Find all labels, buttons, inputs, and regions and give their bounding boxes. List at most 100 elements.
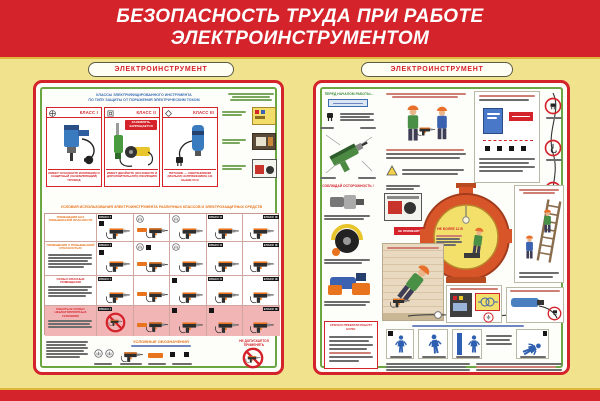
text-line — [456, 356, 480, 358]
text-line — [230, 99, 272, 101]
text-line — [222, 139, 246, 141]
class-3-label: КЛАСС III — [193, 110, 214, 115]
gloves-symbol-icon — [94, 349, 103, 358]
text-line — [386, 369, 470, 371]
class-tag: КЛАСС III — [262, 243, 279, 248]
drill-pictogram — [214, 258, 240, 274]
text-line — [232, 96, 270, 98]
class-2-tools-illustration — [114, 123, 154, 167]
class-tag: КЛАСС I — [98, 277, 113, 282]
text-line — [222, 165, 246, 167]
text-line — [360, 127, 376, 129]
class-tag: КЛАСС III — [262, 277, 279, 282]
text-line — [329, 340, 369, 342]
warning-triangle-icon — [386, 165, 398, 176]
text-line — [329, 348, 367, 350]
socket-symbol — [99, 250, 104, 255]
socket-symbol — [184, 352, 189, 357]
text-line — [329, 352, 371, 354]
not-allowed-note: НЕ ДОПУСКАЕТСЯ ПРИМЕНЯТЬ — [239, 339, 269, 347]
floor-work-scene — [382, 243, 444, 321]
text-line — [94, 363, 112, 365]
double-insulated-tool-panel — [506, 287, 564, 323]
text-line — [46, 350, 84, 352]
text-line — [228, 93, 274, 95]
row-4-label: РАБОТЫ В ОСОБО НЕБЛАГОПРИЯТНЫХ УСЛОВИЯХ — [54, 306, 87, 318]
class-tag: КЛАСС II — [208, 243, 223, 248]
text-line — [402, 169, 464, 171]
text-line — [48, 260, 88, 262]
isolating-device — [137, 323, 147, 327]
class-tag: КЛАСС II — [208, 215, 223, 220]
socket-symbol — [170, 352, 175, 357]
generator-alternator — [404, 202, 416, 214]
class-1-label: КЛАСС I — [79, 110, 98, 115]
table-cell: КЛАСС III — [243, 306, 280, 336]
text-line — [479, 99, 529, 101]
gloves-symbol-icon — [136, 215, 144, 223]
blue-tool-body — [511, 298, 539, 307]
transformer-schematic — [478, 297, 498, 307]
drill-pictogram — [108, 318, 123, 327]
gloves-symbol-icon — [172, 243, 180, 251]
generator-engine — [255, 165, 264, 174]
text-line — [48, 323, 90, 325]
drill-pictogram — [178, 225, 204, 241]
text-line — [386, 363, 470, 365]
drill-pictogram — [145, 319, 169, 334]
left-poster-pill: ЭЛЕКТРОИНСТРУМЕНТ — [88, 62, 234, 77]
text-line — [386, 366, 466, 368]
safety-pictogram — [386, 329, 414, 359]
right-poster-card: ПЕРЕД НАЧАЛОМ РАБОТЫ... — [313, 80, 570, 375]
drill-pictogram — [389, 296, 411, 309]
table-cell — [134, 242, 170, 276]
text-line — [172, 363, 192, 365]
generator-icon — [252, 159, 277, 178]
drill-pictogram — [245, 354, 261, 364]
text-line — [519, 276, 553, 278]
text-line — [222, 168, 242, 170]
text-line — [402, 173, 458, 175]
worker-silhouette-icon — [423, 332, 448, 357]
gloves-symbol-icon — [136, 243, 144, 251]
class-2-header: КЛАСС II — [105, 108, 159, 118]
control-cabinet-icon — [252, 107, 276, 125]
table-cell: КЛАСС III — [243, 242, 280, 276]
text-line — [329, 344, 373, 346]
text-line — [486, 343, 512, 345]
bottom-red-band — [0, 388, 600, 401]
text-line — [422, 356, 446, 358]
text-line — [386, 188, 414, 190]
text-line — [131, 345, 191, 347]
plug-detail-icon — [553, 310, 557, 315]
left-classes-heading-1: КЛАССЫ ЭЛЕКТРИФИЦИРОВАННОГО ИНСТРУМЕНТА — [96, 93, 192, 97]
text-line — [48, 289, 88, 291]
vessel-tank-illustration — [420, 183, 512, 283]
text-line — [324, 259, 370, 261]
generator-frame-bar — [387, 196, 419, 199]
transformer-schematic-box — [475, 293, 500, 311]
text-line — [329, 336, 373, 338]
row-3-label: ОСОБО ОПАСНЫЕ ПОМЕЩЕНИЯ — [56, 276, 85, 285]
corner-tag — [388, 331, 393, 336]
safety-pictogram — [516, 329, 549, 359]
drill-pictogram — [214, 289, 240, 305]
worker-silhouette-icon — [464, 334, 484, 354]
device-screen-line — [487, 117, 497, 119]
text-line — [436, 241, 462, 243]
text-line — [48, 295, 86, 297]
text-line — [486, 335, 512, 337]
megger-device — [483, 108, 503, 134]
class-tag: КЛАСС III — [262, 307, 279, 312]
safety-pictogram — [452, 329, 482, 359]
class-1-panel: КЛАСС I ИМЕЕТ ОСНОВНУЮ ИЗОЛЯЦИЮ И ЗАЩИТН… — [46, 107, 102, 187]
table-cell: КЛАСС II — [207, 242, 243, 276]
drill-pictogram — [145, 259, 169, 274]
transformer-icon — [252, 133, 276, 150]
table-cell: КЛАСС II — [207, 276, 243, 306]
class-2-panel: КЛАСС II ЗАЗЕМЛЯТЬ ЗАПРЕЩАЕТСЯ ИМЕЕТ ДВО… — [104, 107, 160, 187]
left-poster-card: КЛАССЫ ЭЛЕКТРИФИЦИРОВАННОГО ИНСТРУМЕНТА … — [33, 80, 284, 375]
text-line — [486, 339, 510, 341]
text-line — [520, 356, 546, 358]
